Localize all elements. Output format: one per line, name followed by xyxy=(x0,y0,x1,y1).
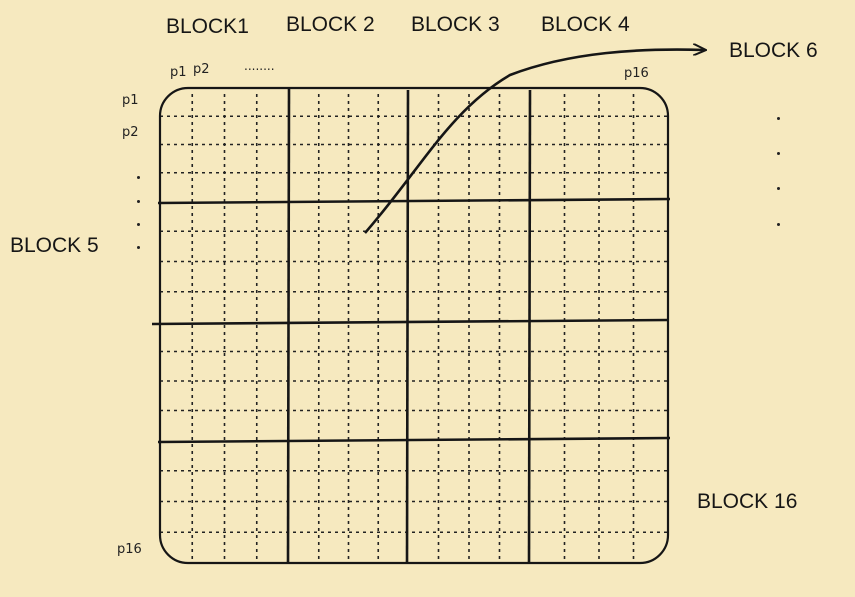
row-ellipsis-dot xyxy=(137,176,140,179)
block1-label: BLOCK1 xyxy=(166,15,249,38)
block4-label: BLOCK 4 xyxy=(541,13,630,36)
row-p1-label: p1 xyxy=(122,93,139,108)
row-ellipsis-dot xyxy=(137,200,140,203)
row-ellipsis-dot xyxy=(137,246,140,249)
col-p1-label: p1 xyxy=(170,65,187,80)
col-ellipsis: ........ xyxy=(244,59,275,73)
block-ellipsis-dot xyxy=(777,152,780,155)
image-outline xyxy=(158,86,670,565)
block5-label: BLOCK 5 xyxy=(10,234,99,257)
block-ellipsis-dot xyxy=(777,223,780,226)
block2-label: BLOCK 2 xyxy=(286,13,375,36)
block-ellipsis-dot xyxy=(777,117,780,120)
col-p2-label: p2 xyxy=(193,62,210,77)
block-boundaries xyxy=(151,87,671,564)
block16-label: BLOCK 16 xyxy=(697,490,798,513)
block3-label: BLOCK 3 xyxy=(411,13,500,36)
row-ellipsis-dot xyxy=(137,223,140,226)
col-p16-label: p16 xyxy=(624,66,649,81)
pixel-grid-lines xyxy=(160,94,668,559)
row-p16-label: p16 xyxy=(117,542,142,557)
block6-label: BLOCK 6 xyxy=(729,39,818,62)
block-ellipsis-dot xyxy=(777,187,780,190)
scan-order-arrow xyxy=(364,50,705,234)
row-p2-label: p2 xyxy=(122,125,139,140)
